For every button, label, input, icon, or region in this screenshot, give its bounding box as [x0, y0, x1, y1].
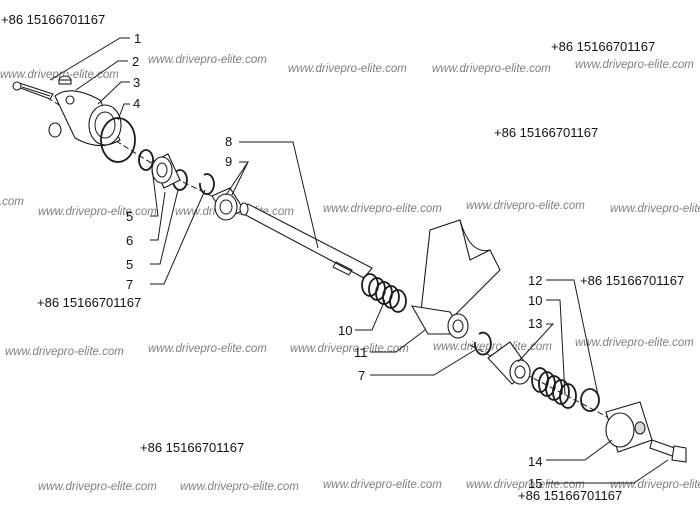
circlip-part	[199, 173, 215, 195]
screw-part	[12, 81, 54, 100]
callout-1: 1	[134, 31, 141, 46]
watermark: www.drivepro-elite.com	[323, 203, 442, 215]
cap-screw-part	[58, 75, 72, 85]
bushing-part	[151, 153, 181, 189]
watermark: www.drivepro-elite.com	[466, 479, 585, 491]
callout-10b: 10	[528, 293, 542, 308]
watermark: www.drivepro-elite.com	[38, 481, 157, 493]
o-ring-part	[100, 117, 136, 163]
sleeve-part	[487, 341, 531, 385]
circlip-part	[474, 331, 492, 356]
phone-number: +86 15166701167	[140, 440, 244, 455]
callout-numbers: 1 2 3 4 5 6 5 7 8 9 10 11 7 12 10 13 14 …	[126, 31, 542, 491]
callout-2: 2	[132, 54, 139, 69]
callout-5: 5	[126, 209, 133, 224]
watermark: www.drivepro-elite.com	[610, 203, 700, 215]
callout-6: 6	[126, 233, 133, 248]
sleeve-part	[211, 187, 245, 221]
o-ring-part	[580, 388, 600, 412]
watermark: www.drivepro-elite.com	[180, 481, 299, 493]
leader-lines	[49, 37, 669, 484]
callout-14: 14	[528, 454, 542, 469]
spring-part	[361, 273, 407, 313]
callout-11: 11	[354, 345, 368, 360]
watermark: www.drivepro-elite.com	[575, 337, 694, 349]
phone-number: +86 15166701167	[580, 273, 684, 288]
watermark: www.drivepro-elite.com	[433, 341, 552, 353]
watermark: www.drivepro-elite.com	[290, 343, 409, 355]
watermark: www.drivepro-elite.com	[466, 200, 585, 212]
spring-part	[531, 367, 577, 409]
watermark: www.drivepro-elite.com	[323, 479, 442, 491]
phone-number: +86 15166701167	[37, 295, 141, 310]
callout-7: 7	[126, 277, 133, 292]
phone-layer: +86 15166701167 +86 15166701167 +86 1516…	[1, 12, 684, 503]
callout-15: 15	[528, 476, 542, 491]
shaft-part	[239, 202, 373, 279]
watermark: www.drivepro-elite.com	[148, 343, 267, 355]
callout-4: 4	[133, 96, 140, 111]
callout-13: 13	[528, 316, 542, 331]
watermark-layer: www.drivepro-elite.com www.drivepro-elit…	[0, 54, 700, 493]
watermark: www.drivepro-elite.com	[0, 196, 24, 208]
callout-3: 3	[133, 75, 140, 90]
callout-7b: 7	[358, 368, 365, 383]
watermark: www.drivepro-elite.com	[38, 206, 157, 218]
callout-10: 10	[338, 323, 352, 338]
watermark: www.drivepro-elite.com	[5, 346, 124, 358]
watermark: www.drivepro-elite.com	[575, 59, 694, 71]
bolt-part	[649, 439, 687, 463]
phone-number: +86 15166701167	[518, 488, 622, 503]
callout-5b: 5	[126, 257, 133, 272]
cover-plug-part	[605, 401, 653, 453]
shift-fork-part	[410, 219, 501, 339]
callout-8: 8	[225, 134, 232, 149]
watermark: www.drivepro-elite.com	[288, 63, 407, 75]
phone-number: +86 15166701167	[494, 125, 598, 140]
callout-12: 12	[528, 273, 542, 288]
watermark: www.drivepro-elite.com	[148, 54, 267, 66]
ring-part	[138, 149, 154, 171]
phone-number: +86 15166701167	[551, 39, 655, 54]
housing-part	[48, 90, 122, 147]
callout-9: 9	[225, 154, 232, 169]
watermark: www.drivepro-elite.com	[432, 63, 551, 75]
phone-number: +86 15166701167	[1, 12, 105, 27]
watermark: www.drivepro-elite.com	[0, 69, 119, 81]
watermark: www.drivepro-elite.com	[610, 479, 700, 491]
